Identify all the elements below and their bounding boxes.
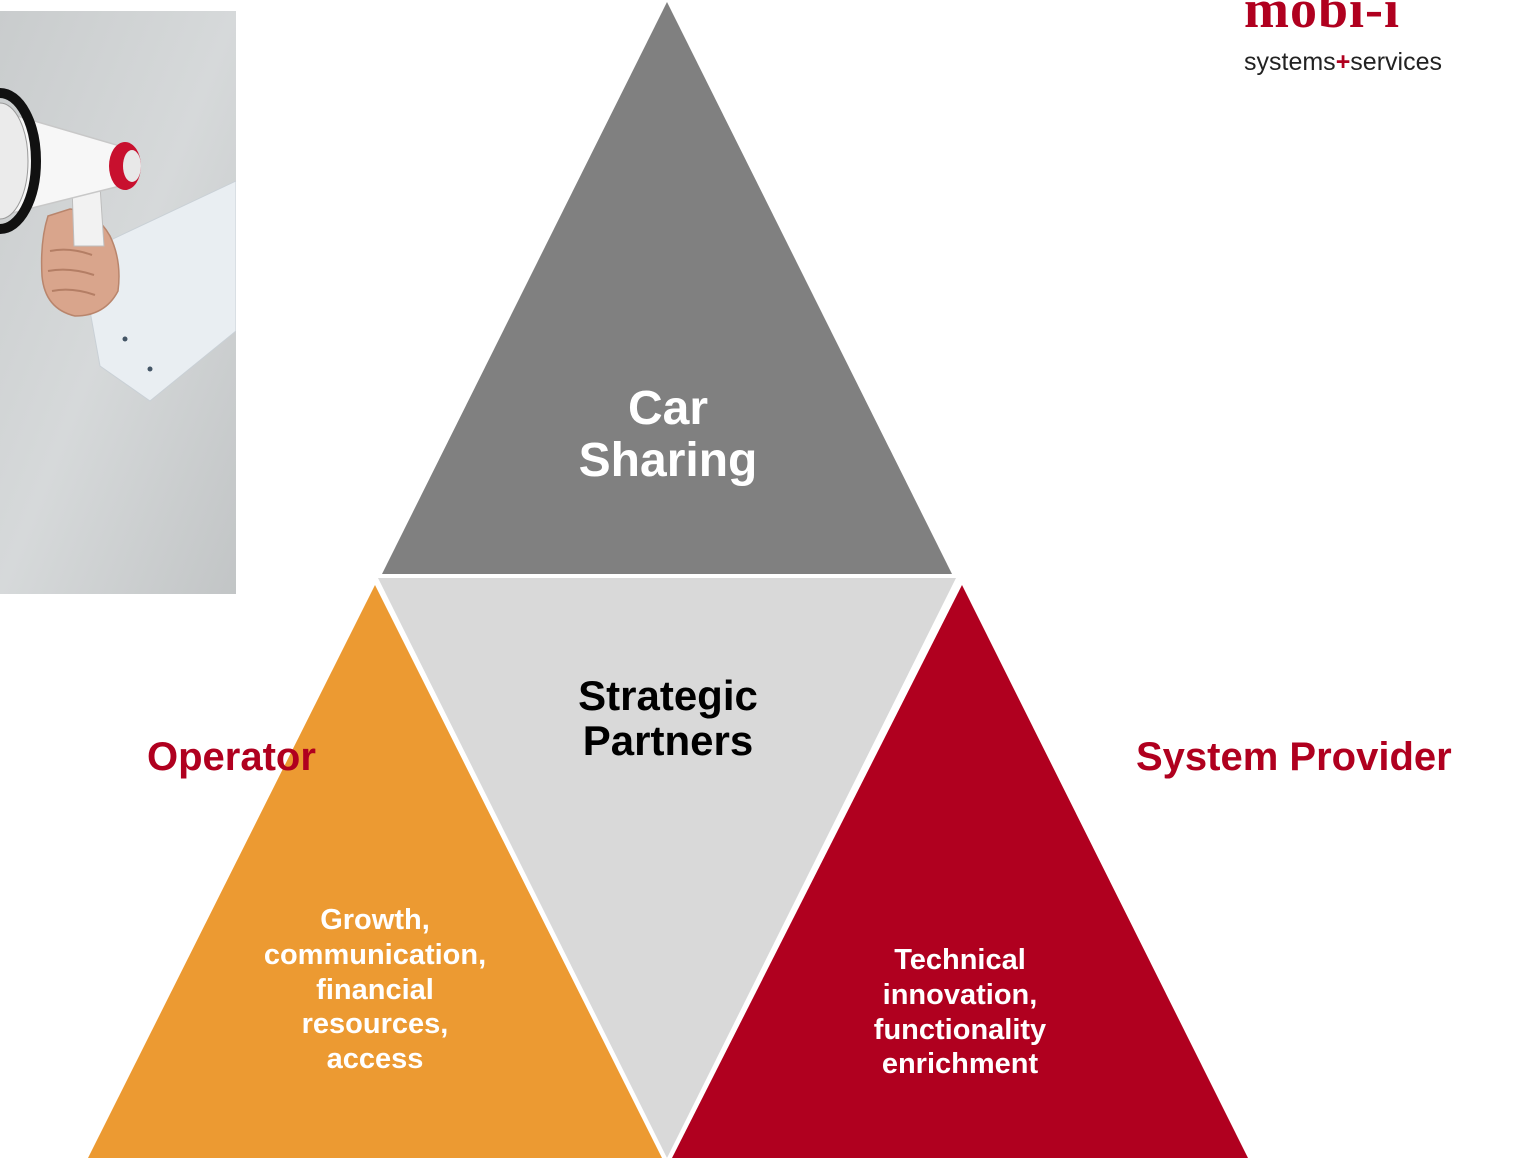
- logo-wordmark: mobi-i: [1244, 0, 1401, 39]
- center-triangle: [378, 578, 956, 1158]
- right-triangle: [672, 585, 1248, 1158]
- logo-tagline: systems+services: [1244, 48, 1442, 76]
- strategic-partners-label: Strategic Partners: [578, 672, 758, 765]
- system-provider-label: System Provider: [1136, 735, 1452, 779]
- system-provider-contribution-label: Technical innovation, functionality enri…: [873, 944, 1047, 1081]
- operator-label: Operator: [147, 735, 316, 779]
- left-triangle: [88, 585, 662, 1158]
- car-sharing-label: Car Sharing: [578, 382, 758, 487]
- top-triangle: [382, 2, 952, 574]
- company-logo: mobi-i systems+services: [1238, 0, 1517, 86]
- megaphone-photo: [0, 11, 237, 594]
- operator-contribution-label: Growth, communication, financial resourc…: [263, 904, 487, 1076]
